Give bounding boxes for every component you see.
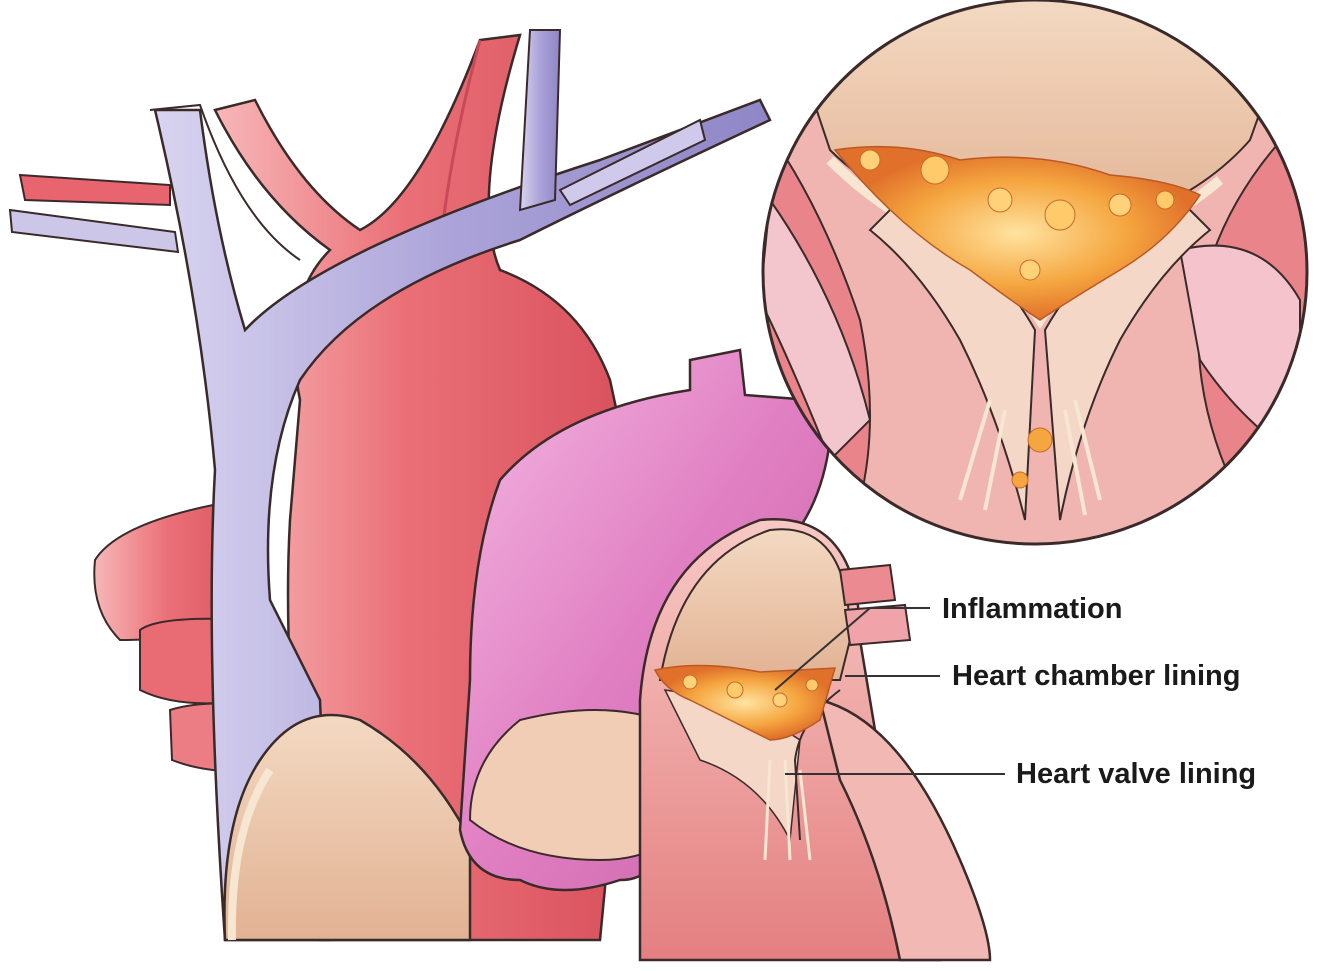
magnified-inset — [760, 0, 1320, 544]
label-inflammation: Inflammation — [942, 595, 1122, 624]
label-chamber-lining: Heart chamber lining — [952, 662, 1240, 691]
left-branch-vein — [10, 210, 178, 252]
left-branch-artery — [20, 175, 170, 205]
label-valve-lining: Heart valve lining — [1016, 760, 1256, 789]
vein-branch — [520, 30, 560, 210]
